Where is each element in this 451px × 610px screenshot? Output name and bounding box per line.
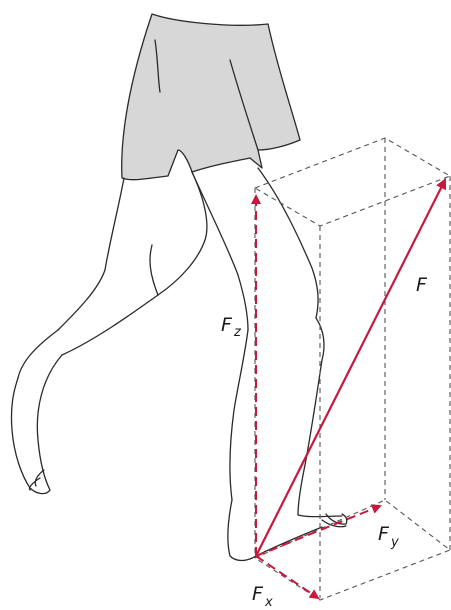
back-leg-calf xyxy=(18,330,58,378)
label-fx-subscript: x xyxy=(264,595,273,610)
label-f: F xyxy=(416,274,428,296)
label-fz: F xyxy=(221,314,233,336)
back-leg-thigh-back xyxy=(58,178,124,330)
shorts xyxy=(122,14,300,180)
back-leg-knee xyxy=(150,245,158,295)
label-fy-subscript: y xyxy=(390,535,399,550)
label-fy: F xyxy=(378,523,390,545)
back-leg-shin xyxy=(62,295,158,355)
front-ankle xyxy=(228,500,256,561)
front-leg-shin-front xyxy=(298,360,322,515)
runner-illustration xyxy=(11,14,346,561)
fx-component-arrow xyxy=(256,556,318,598)
front-leg-calf xyxy=(230,330,248,500)
label-fz-subscript: z xyxy=(233,325,242,340)
fy-component-arrow xyxy=(256,506,380,556)
component-box xyxy=(255,138,450,600)
force-vectors xyxy=(256,180,445,598)
front-leg-thigh-front xyxy=(258,168,318,318)
front-foot-sole xyxy=(256,527,322,556)
back-leg-thigh-front xyxy=(158,172,207,295)
resultant-force-arrow xyxy=(256,180,445,556)
labels: F F z F y F x xyxy=(221,274,428,610)
back-foot-toes xyxy=(29,470,44,490)
label-fx: F xyxy=(252,583,264,605)
